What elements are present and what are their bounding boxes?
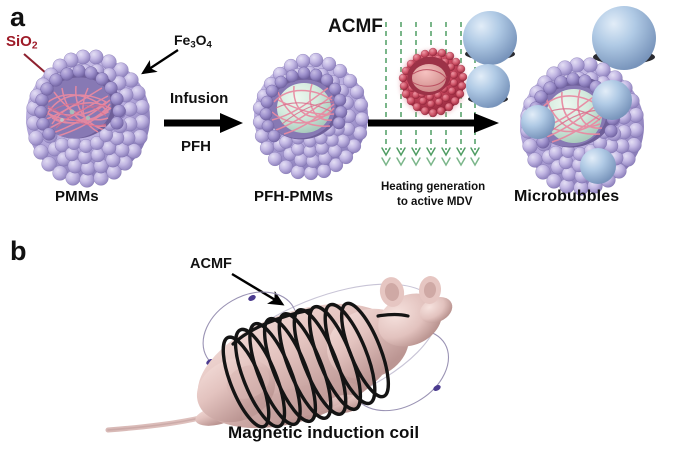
acmf-label-panel-a: ACMF — [328, 16, 383, 37]
panel-label-b: b — [10, 236, 27, 266]
microbubble-attached-1 — [521, 105, 555, 139]
fe3o4-leader-arrow — [141, 49, 179, 75]
microbubble-attached-3 — [580, 148, 616, 184]
acmf-label-panel-b: ACMF — [190, 256, 232, 272]
caption-magnetic-induction-coil: Magnetic induction coil — [228, 423, 420, 442]
infusion-label: Infusion — [170, 90, 229, 107]
microbubble-free-3 — [592, 6, 656, 70]
free-microbubbles — [463, 6, 656, 108]
pfh-pmms-particle — [252, 52, 370, 181]
mouse-coil-illustration — [105, 276, 453, 433]
pfh-label: PFH — [181, 138, 211, 155]
microbubbles-particle — [520, 57, 644, 196]
fe3o4-o: O — [195, 32, 207, 48]
fe3o4-label: Fe3O4 — [174, 32, 212, 50]
fe3o4-sub4: 4 — [206, 39, 212, 51]
sio2-label-base: SiO — [6, 33, 32, 50]
caption-pmms: PMMs — [55, 188, 99, 205]
panel-label-a: a — [10, 2, 26, 32]
coil-leads — [231, 308, 410, 346]
microbubble-attached-2 — [592, 80, 632, 120]
infusion-arrow — [164, 113, 243, 133]
pmms-particle — [26, 49, 150, 188]
sio2-fiber-network-2 — [271, 83, 335, 135]
acmf-leader-arrow-panel-b — [231, 272, 285, 306]
microbubble-free-2 — [466, 64, 510, 108]
heating-generation-line1: Heating generation — [381, 181, 486, 193]
microbubble-free-1 — [463, 11, 517, 65]
heating-generation-line2: to active MDV — [397, 196, 473, 208]
sio2-label: SiO2 — [6, 33, 38, 52]
fe3o4-fe: Fe — [174, 32, 191, 48]
fe3o4-sub3: 3 — [190, 39, 196, 51]
sio2-label-subscript: 2 — [31, 40, 38, 52]
caption-pfh-pmms: PFH-PMMs — [254, 188, 334, 205]
magnetic-induction-coil — [221, 301, 391, 429]
heated-particle — [398, 47, 468, 118]
acmf-transition-arrow — [368, 113, 499, 133]
caption-microbubbles: Microbubbles — [514, 188, 620, 205]
